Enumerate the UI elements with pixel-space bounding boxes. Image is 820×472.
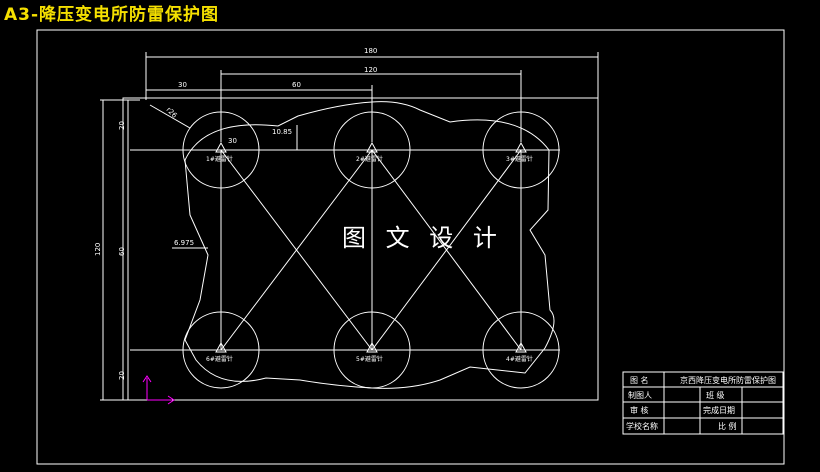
tb-r2c3: 班 级 — [706, 390, 725, 400]
protection-zone-outline — [184, 101, 555, 389]
rod-2-label: 2#避雷针 — [356, 155, 383, 163]
tb-r4c3: 比 例 — [718, 421, 737, 431]
rod-3-label: 3#避雷针 — [506, 155, 533, 163]
rod-1-label: 1#避雷针 — [206, 155, 233, 163]
rod-6-label: 6#避雷针 — [206, 355, 233, 363]
rod-4-label: 4#避雷针 — [506, 355, 533, 363]
ucs-icon — [142, 375, 175, 405]
tb-r1c2: 京西降压变电所防雷保护图 — [680, 375, 776, 385]
dim-30-angle-text: 30 — [228, 137, 237, 145]
rod-5-label: 5#避雷针 — [356, 355, 383, 363]
tb-r3c3: 完成日期 — [703, 405, 735, 415]
title-block — [622, 371, 784, 435]
diag-2-6 — [220, 149, 373, 351]
dim-6-975-text: 6.975 — [174, 239, 194, 247]
rod-markers — [215, 141, 527, 353]
dim-20-bottom-text: 20 — [118, 371, 126, 380]
tb-r2c1: 制图人 — [628, 390, 652, 400]
dim-120-top-text: 120 — [364, 66, 377, 74]
dim-60-left-text: 60 — [118, 247, 126, 256]
window-title: A3-降压变电所防雷保护图 — [4, 5, 220, 25]
dim-10-85-text: 10.85 — [272, 128, 292, 136]
dim-60-top-text: 60 — [292, 81, 301, 89]
dim-20-top-text: 20 — [118, 121, 126, 130]
dim-30-text: 30 — [178, 81, 187, 89]
tb-r1c1: 图 名 — [630, 375, 649, 385]
dim-r26 — [149, 104, 191, 129]
diag-3-5 — [371, 149, 522, 351]
drawing-frame — [36, 29, 785, 465]
substation-boundary — [122, 97, 599, 401]
dim-180-text: 180 — [364, 47, 377, 55]
watermark: 图 文 设 计 — [342, 224, 503, 252]
dim-r26-text: r26 — [165, 106, 179, 120]
dim-120-left-text: 120 — [94, 243, 102, 256]
tb-r4c1: 学校名称 — [626, 421, 658, 431]
tb-r3c1: 审 核 — [630, 405, 649, 415]
